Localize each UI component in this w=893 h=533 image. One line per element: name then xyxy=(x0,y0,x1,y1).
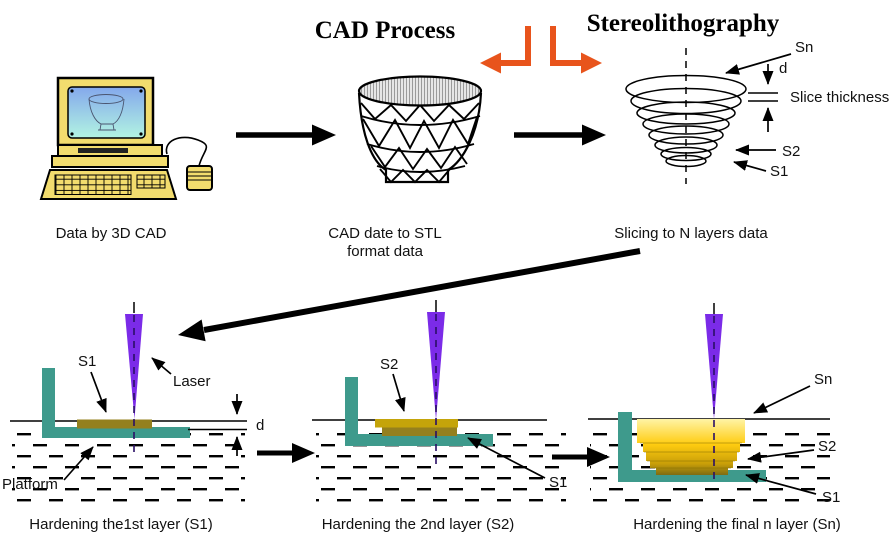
s1-arrow xyxy=(467,437,546,479)
mesh-cup-top-face xyxy=(357,75,483,107)
screen-corner-dot xyxy=(139,89,143,93)
screen-corner-dot xyxy=(70,89,74,93)
cone-label-slice-thickness: Slice thickness xyxy=(790,89,889,106)
platform xyxy=(42,368,190,438)
caption-step2-line1: CAD date to STL xyxy=(328,225,441,242)
screen-corner-dot xyxy=(139,132,143,136)
diagram-hardening-sn: Sn S2 S1 Hardening the final n layer (Sn… xyxy=(588,303,841,533)
arrow-s1-to-s2 xyxy=(257,443,315,463)
screen-corner-dot xyxy=(70,132,74,136)
layer-s1 xyxy=(77,419,152,429)
mouse-cable xyxy=(165,136,208,167)
label-sn: Sn xyxy=(814,371,832,388)
arrow-slicing-to-hardening xyxy=(178,248,641,342)
s1-arrow xyxy=(90,371,107,413)
keyboard-keys xyxy=(54,174,132,195)
orange-elbow-arrow-right xyxy=(550,26,602,74)
cone-s1-arrow xyxy=(733,160,767,172)
cad-cup-on-screen xyxy=(88,94,125,131)
caption-step2-line2: format data xyxy=(347,243,424,260)
s2-arrow xyxy=(392,373,406,412)
sn-arrow xyxy=(753,385,811,414)
layer-stack-bands xyxy=(640,442,742,469)
title-cad-process: CAD Process xyxy=(315,17,456,44)
arrow-step1-to-step2 xyxy=(236,124,336,146)
arrow-step2-to-step3 xyxy=(514,124,606,146)
diagram-hardening-s2: S2 S1 Hardening the 2nd layer (S2) xyxy=(312,300,567,533)
cone-sn-arrow xyxy=(725,53,792,75)
caption-step6: Hardening the final n layer (Sn) xyxy=(633,516,841,533)
mouse xyxy=(186,165,213,191)
stl-mesh-cup xyxy=(357,75,483,184)
cone-label-s2: S2 xyxy=(782,143,800,160)
label-d: d xyxy=(256,417,264,434)
layer-s1 xyxy=(382,427,457,436)
laser-beam xyxy=(125,314,143,419)
s2-arrow xyxy=(747,449,815,463)
monitor-base-bottom xyxy=(51,155,169,168)
cone-label-d: d xyxy=(779,60,787,77)
diagram-hardening-s1: S1 Laser Platform d Hardening the1st lay… xyxy=(2,302,264,533)
caption-step5: Hardening the 2nd layer (S2) xyxy=(322,516,515,533)
caption-step4: Hardening the1st layer (S1) xyxy=(29,516,212,533)
laser-beam xyxy=(705,314,723,419)
platform-arrow xyxy=(63,446,94,481)
liquid-resin-texture xyxy=(12,426,245,502)
s1-arrow xyxy=(745,473,817,495)
cone-label-sn: Sn xyxy=(795,39,813,56)
label-laser: Laser xyxy=(173,373,211,390)
label-s2: S2 xyxy=(818,438,836,455)
cone-label-s1: S1 xyxy=(770,163,788,180)
label-s2: S2 xyxy=(380,356,398,373)
label-s1: S1 xyxy=(549,474,567,491)
orange-elbow-arrow-left xyxy=(480,26,531,74)
sliced-layers-cone xyxy=(625,48,747,184)
monitor-screen xyxy=(67,86,146,139)
caption-step3: Slicing to N layers data xyxy=(614,225,768,242)
laser-arrow xyxy=(151,357,172,375)
keyboard-numpad xyxy=(136,174,166,189)
caption-step1: Data by 3D CAD xyxy=(56,225,167,242)
base-vent-slot xyxy=(78,148,128,153)
label-s1: S1 xyxy=(822,489,840,506)
mouse-lines xyxy=(187,171,212,181)
label-platform: Platform xyxy=(2,476,58,493)
label-s1: S1 xyxy=(78,353,96,370)
layer-s2 xyxy=(375,419,458,428)
computer-illustration xyxy=(39,76,213,200)
layer-stack xyxy=(637,419,745,475)
title-stereolithography: Stereolithography xyxy=(587,10,780,37)
